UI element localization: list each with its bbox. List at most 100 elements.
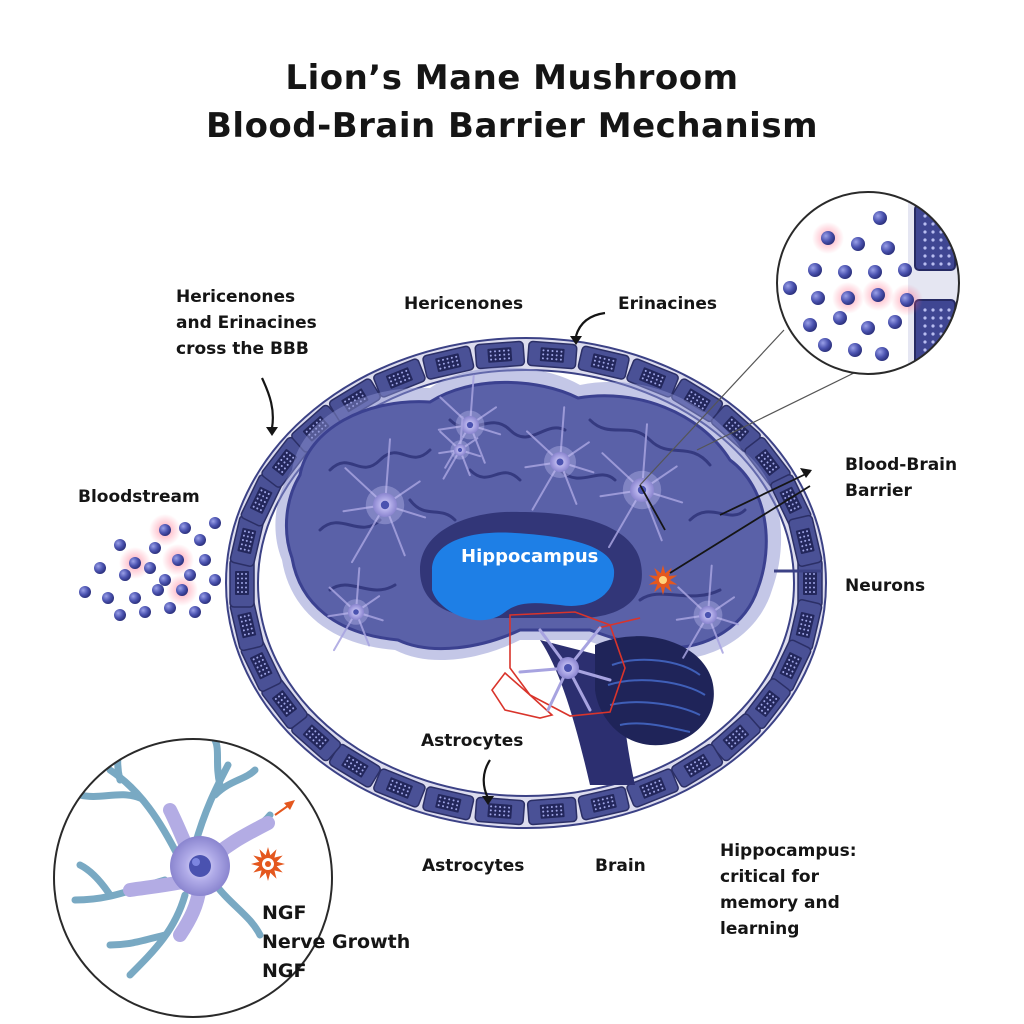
label-erinacines: Erinacines xyxy=(618,294,718,314)
label-astrocytes-bottom: Astrocytes xyxy=(422,856,525,876)
barrier-cell xyxy=(788,599,823,652)
barrier-cell xyxy=(526,796,578,826)
curved-arrows xyxy=(261,311,822,799)
molecule-icon xyxy=(176,584,188,596)
barrier-cell xyxy=(744,678,791,730)
label-bbb-line2: Barrier xyxy=(845,481,912,501)
barrier-cell xyxy=(671,743,724,788)
molecule-icon xyxy=(129,592,141,604)
label-cross-bbb: Hericenones and Erinacines cross the BBB xyxy=(176,284,317,362)
barrier-cell xyxy=(770,639,812,692)
barrier-cell xyxy=(577,786,630,821)
title-line-1: Lion’s Mane Mushroom xyxy=(285,58,739,98)
molecule-icon xyxy=(172,554,184,566)
barrier-cell xyxy=(788,514,823,567)
barrier-cell xyxy=(373,358,426,398)
molecule-icon xyxy=(184,569,196,581)
barrier-cell xyxy=(229,599,264,652)
molecule-icon xyxy=(808,263,822,277)
barrier-cell xyxy=(577,345,630,380)
barrier-cell xyxy=(422,345,475,380)
ngf-line1: NGF xyxy=(262,902,307,924)
barrier-cell xyxy=(261,678,308,730)
molecule-icon xyxy=(119,569,131,581)
molecule-icon xyxy=(194,534,206,546)
molecule-icon xyxy=(888,315,902,329)
molecule-icon xyxy=(861,321,875,335)
barrier-cell xyxy=(373,768,426,808)
label-cross-bbb-line2: and Erinacines xyxy=(176,313,317,333)
molecule-icon xyxy=(209,517,221,529)
neuron-icon xyxy=(524,406,595,511)
astrocyte-highlight xyxy=(491,611,641,719)
molecule-icon xyxy=(79,586,91,598)
molecule-icon xyxy=(871,288,885,302)
molecule-icon xyxy=(179,522,191,534)
molecule-icon xyxy=(811,291,825,305)
ngf-star-icon xyxy=(648,565,678,595)
molecule-icon xyxy=(189,606,201,618)
label-hericenones: Hericenones xyxy=(404,294,524,314)
label-bloodstream: Bloodstream xyxy=(78,487,200,507)
label-blood-brain-barrier: Blood-Brain Barrier xyxy=(845,452,957,504)
label-cross-bbb-line1: Hericenones xyxy=(176,287,296,307)
barrier-cell xyxy=(626,358,679,398)
note-line1: Hippocampus: xyxy=(720,841,857,861)
molecule-icon xyxy=(841,291,855,305)
note-line2: critical for xyxy=(720,867,819,887)
label-ngf: NGF Nerve Growth NGF xyxy=(262,899,410,986)
brain-neurons xyxy=(327,374,740,659)
molecule-icon xyxy=(818,338,832,352)
neuron-icon xyxy=(342,438,427,564)
molecule-icon xyxy=(114,609,126,621)
molecule-icon xyxy=(159,524,171,536)
barrier-cell xyxy=(261,436,308,488)
label-cross-bbb-line3: cross the BBB xyxy=(176,339,309,359)
hippocampus-shape xyxy=(432,532,615,621)
neuron-icon xyxy=(675,564,740,659)
molecule-icon xyxy=(881,241,895,255)
label-neurons: Neurons xyxy=(845,576,926,596)
label-astrocytes-top: Astrocytes xyxy=(421,731,524,751)
molecule-icon xyxy=(873,211,887,225)
ngf-line3: NGF xyxy=(262,960,307,982)
label-hippocampus: Hippocampus xyxy=(461,546,599,567)
barrier-cell xyxy=(474,796,526,826)
note-line3: memory and xyxy=(720,893,840,913)
barrier-cell xyxy=(474,340,526,370)
barrier-cell xyxy=(526,340,578,370)
molecule-icon xyxy=(833,311,847,325)
molecule-icon xyxy=(159,574,171,586)
molecule-icon xyxy=(851,237,865,251)
molecule-icon xyxy=(875,347,889,361)
bloodstream-molecules xyxy=(79,514,221,621)
arrow-icon xyxy=(800,468,812,478)
molecule-icon xyxy=(129,557,141,569)
molecule-icon xyxy=(114,539,126,551)
ngf-neuron-inset xyxy=(53,738,333,1018)
arrow-heads xyxy=(266,336,582,805)
label-bbb-line1: Blood-Brain xyxy=(845,455,958,475)
zoom-inset xyxy=(776,191,960,375)
molecule-icon xyxy=(803,318,817,332)
molecule-icon xyxy=(144,562,156,574)
barrier-cell xyxy=(422,786,475,821)
note-line4: learning xyxy=(720,919,800,939)
molecule-icon xyxy=(164,602,176,614)
molecule-icon xyxy=(139,606,151,618)
pointer-lines xyxy=(639,329,861,574)
molecule-icon xyxy=(199,592,211,604)
label-brain: Brain xyxy=(595,856,646,876)
molecule-icon xyxy=(848,343,862,357)
molecule-icon xyxy=(838,265,852,279)
barrier-cell xyxy=(626,768,679,808)
molecule-icon xyxy=(152,584,164,596)
astrocyte-cell xyxy=(518,626,612,712)
molecule-icon xyxy=(102,592,114,604)
neuron-icon xyxy=(327,567,384,652)
molecule-icon xyxy=(821,231,835,245)
molecule-icon xyxy=(209,574,221,586)
barrier-cell xyxy=(291,713,342,762)
